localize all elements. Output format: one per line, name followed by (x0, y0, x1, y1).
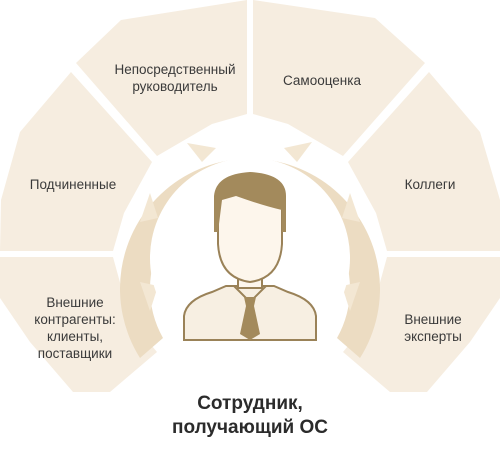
segment-external-contractors (0, 257, 157, 392)
segment-direct-manager (76, 0, 247, 156)
arrow-external-experts (342, 282, 360, 311)
segment-subordinates (0, 72, 152, 251)
label-colleagues: Коллеги (404, 176, 456, 192)
arrow-subordinates (140, 193, 158, 222)
label-self-assessment: Самооценка (283, 72, 361, 88)
arrow-external-contractors (140, 282, 158, 311)
label-subordinates: Подчиненные (29, 176, 117, 192)
arrows-layer (140, 142, 360, 311)
arrow-self-assessment (284, 142, 312, 162)
segment-colleagues (348, 72, 500, 251)
center-caption: Сотрудник, получающий ОС (172, 393, 328, 438)
label-external-contractors: Внешние контрагенты: клиенты, поставщики (34, 295, 116, 361)
segment-self-assessment (253, 0, 425, 156)
arrow-direct-manager (187, 143, 216, 162)
label-direct-manager: Непосредственный руководитель (114, 62, 236, 94)
segment-external-experts (343, 257, 500, 392)
label-external-experts: Внешние эксперты (404, 312, 462, 344)
employee-person-icon (183, 172, 317, 341)
segments-layer (0, 0, 500, 392)
arrow-colleagues (342, 193, 360, 222)
